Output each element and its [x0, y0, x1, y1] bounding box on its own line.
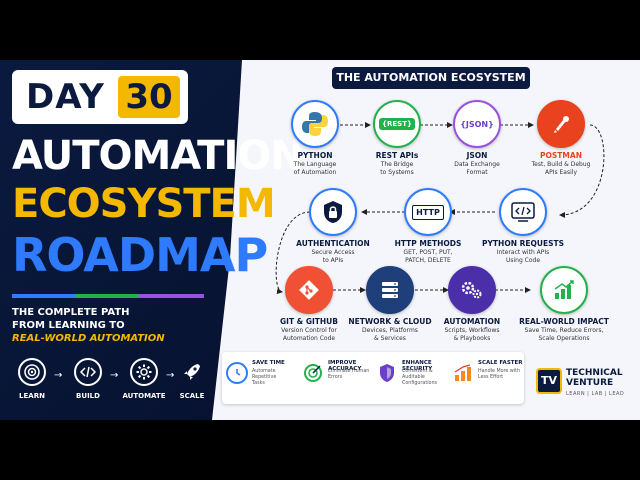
- server-icon: [366, 266, 414, 314]
- node-http-methods: HTTP HTTP METHODS GET, POST, PUT,PATCH, …: [383, 188, 473, 264]
- node-title: AUTHENTICATION: [296, 239, 370, 248]
- node-title: PYTHON: [297, 151, 333, 160]
- node-title: JSON: [466, 151, 488, 160]
- node-sub: Scripts, Workflows& Playbooks: [444, 327, 500, 342]
- shield-icon: [376, 362, 398, 384]
- benefit-title: ENHANCE SECURITY: [402, 360, 433, 372]
- node-title: PYTHON REQUESTS: [482, 239, 564, 248]
- target-icon: [18, 358, 46, 386]
- day-number: 30: [118, 76, 180, 118]
- node-title: HTTP METHODS: [394, 239, 462, 248]
- node-network-cloud: NETWORK & CLOUD Devices, Platforms& Serv…: [345, 266, 435, 342]
- letterbox-bottom: [0, 420, 640, 480]
- thumbnail-frame: DAY 30 AUTOMATION ECOSYSTEM ROADMAP THE …: [0, 60, 640, 420]
- git-icon: [285, 266, 333, 314]
- step-build: BUILD: [66, 358, 110, 400]
- progress-steps: LEARN → BUILD → AUTOMATE →: [10, 358, 210, 408]
- left-header: DAY 30 AUTOMATION ECOSYSTEM ROADMAP THE …: [0, 60, 304, 420]
- brand-tagline: LEARN | LAB | LEAD: [566, 391, 625, 397]
- step-label: BUILD: [76, 392, 100, 400]
- step-label: SCALE: [179, 392, 205, 400]
- node-automation: AUTOMATION Scripts, Workflows& Playbooks: [427, 266, 517, 342]
- benefit-title: SAVE TIME: [252, 360, 285, 366]
- title-line-1: AUTOMATION: [12, 133, 304, 179]
- node-sub: Devices, Platforms& Services: [362, 327, 418, 342]
- benefit-title: SCALE FASTER: [478, 360, 523, 366]
- step-label: LEARN: [19, 392, 45, 400]
- day-label: DAY: [26, 77, 105, 117]
- node-title: NETWORK & CLOUD: [348, 317, 432, 326]
- brand-name-line-2: VENTURE: [566, 378, 614, 388]
- tagline-line-3: REAL-WORLD AUTOMATION: [12, 333, 165, 344]
- clock-icon: [226, 362, 248, 384]
- rest-icon: {REST}: [373, 100, 421, 148]
- day-badge: DAY 30: [12, 70, 188, 124]
- node-sub: GET, POST, PUT,PATCH, DELETE: [403, 249, 453, 264]
- node-title: REAL-WORLD IMPACT: [519, 317, 609, 326]
- benefit-title: IMPROVE ACCURACY: [328, 360, 362, 372]
- postman-icon: [537, 100, 585, 148]
- arrow-right-icon: →: [110, 370, 119, 381]
- node-title: POSTMAN: [540, 151, 582, 160]
- gears-icon: [448, 266, 496, 314]
- ecosystem-title: THE AUTOMATION ECOSYSTEM: [332, 67, 530, 89]
- python-icon: [291, 100, 339, 148]
- arrow-right-icon: →: [54, 370, 63, 381]
- step-learn: LEARN: [10, 358, 54, 400]
- tagline-line-1: THE COMPLETE PATH: [12, 307, 130, 318]
- title-line-3: ROADMAP: [12, 228, 268, 282]
- node-sub: Save Time, Reduce Errors,Scale Operation…: [524, 327, 604, 342]
- gear-icon: [130, 358, 158, 386]
- node-title: AUTOMATION: [443, 317, 501, 326]
- tagline: THE COMPLETE PATH FROM LEARNING TO REAL-…: [12, 306, 165, 345]
- brand-logo: TV TECHNICAL VENTURE LEARN | LAB | LEAD: [532, 362, 636, 408]
- letterbox-top: [0, 0, 640, 60]
- tv-logo-icon: TV: [536, 368, 562, 394]
- http-icon: HTTP: [404, 188, 452, 236]
- lock-icon: [309, 188, 357, 236]
- step-label: AUTOMATE: [122, 392, 166, 400]
- arrow-right-icon: →: [166, 370, 175, 381]
- tagline-line-2: FROM LEARNING TO: [12, 320, 125, 331]
- bar-chart-icon: [452, 362, 474, 384]
- code-icon: [74, 358, 102, 386]
- color-divider: [12, 294, 204, 298]
- step-scale: SCALE: [170, 358, 214, 400]
- node-title: REST APIs: [375, 151, 419, 160]
- json-icon: {JSON}: [453, 100, 501, 148]
- brand-name-line-1: TECHNICAL: [566, 368, 623, 378]
- title-line-2: ECOSYSTEM: [12, 181, 276, 227]
- rocket-icon: [178, 358, 206, 386]
- node-title: GIT & GITHUB: [280, 317, 338, 326]
- growth-chart-icon: [540, 266, 588, 314]
- terminal-icon: [499, 188, 547, 236]
- step-automate: AUTOMATE: [122, 358, 166, 400]
- target-icon: [302, 362, 324, 384]
- node-real-world-impact: REAL-WORLD IMPACT Save Time, Reduce Erro…: [514, 266, 614, 342]
